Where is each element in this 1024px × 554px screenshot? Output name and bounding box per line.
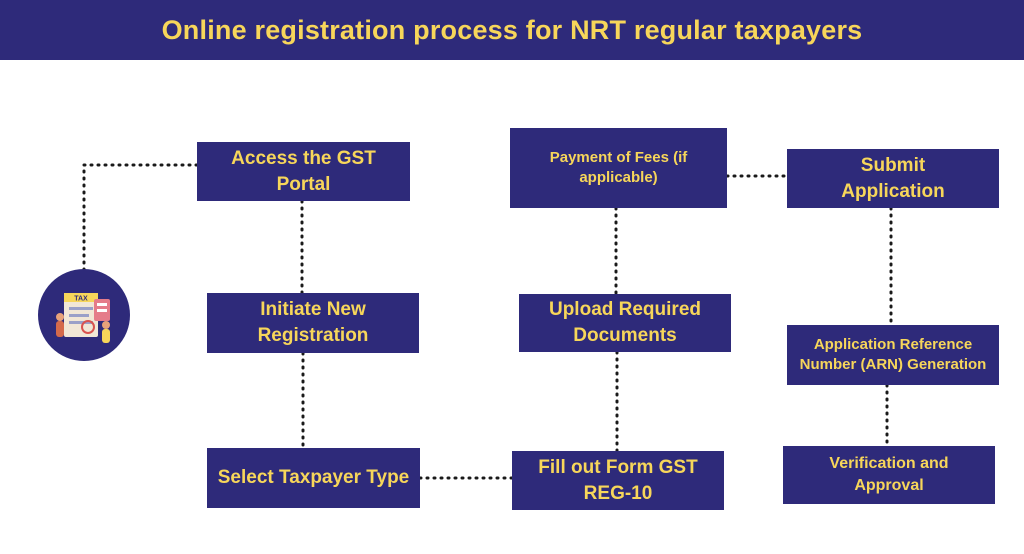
step-initiate-new-registration: Initiate New Registration	[207, 293, 419, 353]
tax-label: TAX	[74, 296, 88, 303]
tax-document-illustration-icon: TAX	[56, 293, 110, 343]
step-access-gst-portal: Access the GST Portal	[197, 142, 410, 201]
step-fill-form-reg-10: Fill out Form GST REG-10	[512, 451, 724, 510]
step-arn-generation: Application Reference Number (ARN) Gener…	[787, 325, 999, 385]
step-submit-application: Submit Application	[787, 149, 999, 208]
step-select-taxpayer-type: Select Taxpayer Type	[207, 448, 420, 508]
header-banner: Online registration process for NRT regu…	[0, 0, 1024, 60]
step-verification-approval: Verification and Approval	[783, 446, 995, 504]
page-title: Online registration process for NRT regu…	[161, 14, 863, 45]
step-payment-of-fees: Payment of Fees (if applicable)	[510, 128, 727, 208]
tax-illustration-avatar: TAX	[38, 269, 130, 361]
connector-avatar-to-portal	[82, 163, 199, 272]
step-upload-documents: Upload Required Documents	[519, 294, 731, 352]
